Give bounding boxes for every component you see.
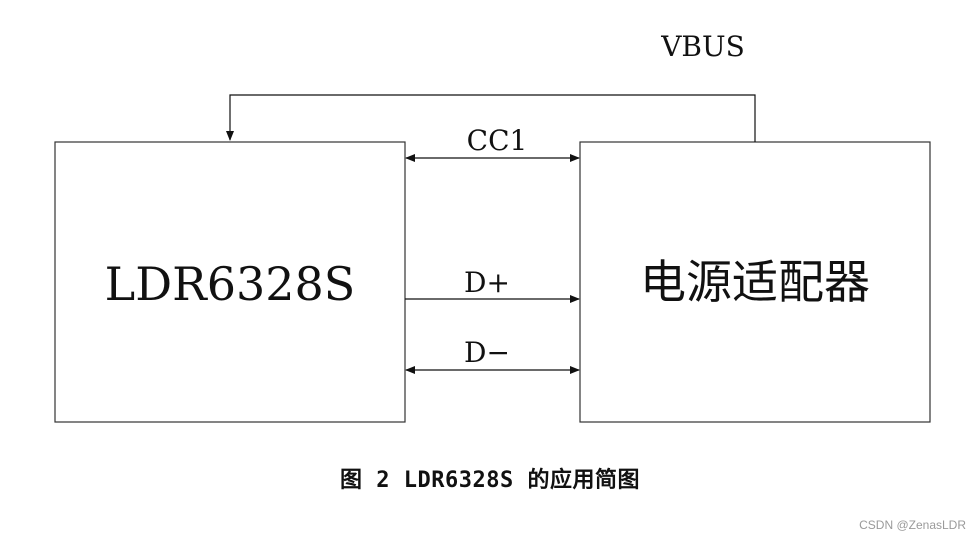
ldr6328s-block [54,141,406,423]
dminus-label: D− [464,336,510,369]
figure-caption: 图 2 LDR6328S 的应用简图 [340,468,640,493]
watermark: CSDN @ZenasLDR [859,518,966,532]
dplus-label: D+ [464,266,510,299]
cc1-label: CC1 [467,124,528,157]
vbus-label: VBUS [660,30,745,63]
vbus-line [226,94,756,142]
power-adapter-label: 电源适配器 [640,255,870,309]
ldr6328s-label: LDR6328S [105,257,356,311]
